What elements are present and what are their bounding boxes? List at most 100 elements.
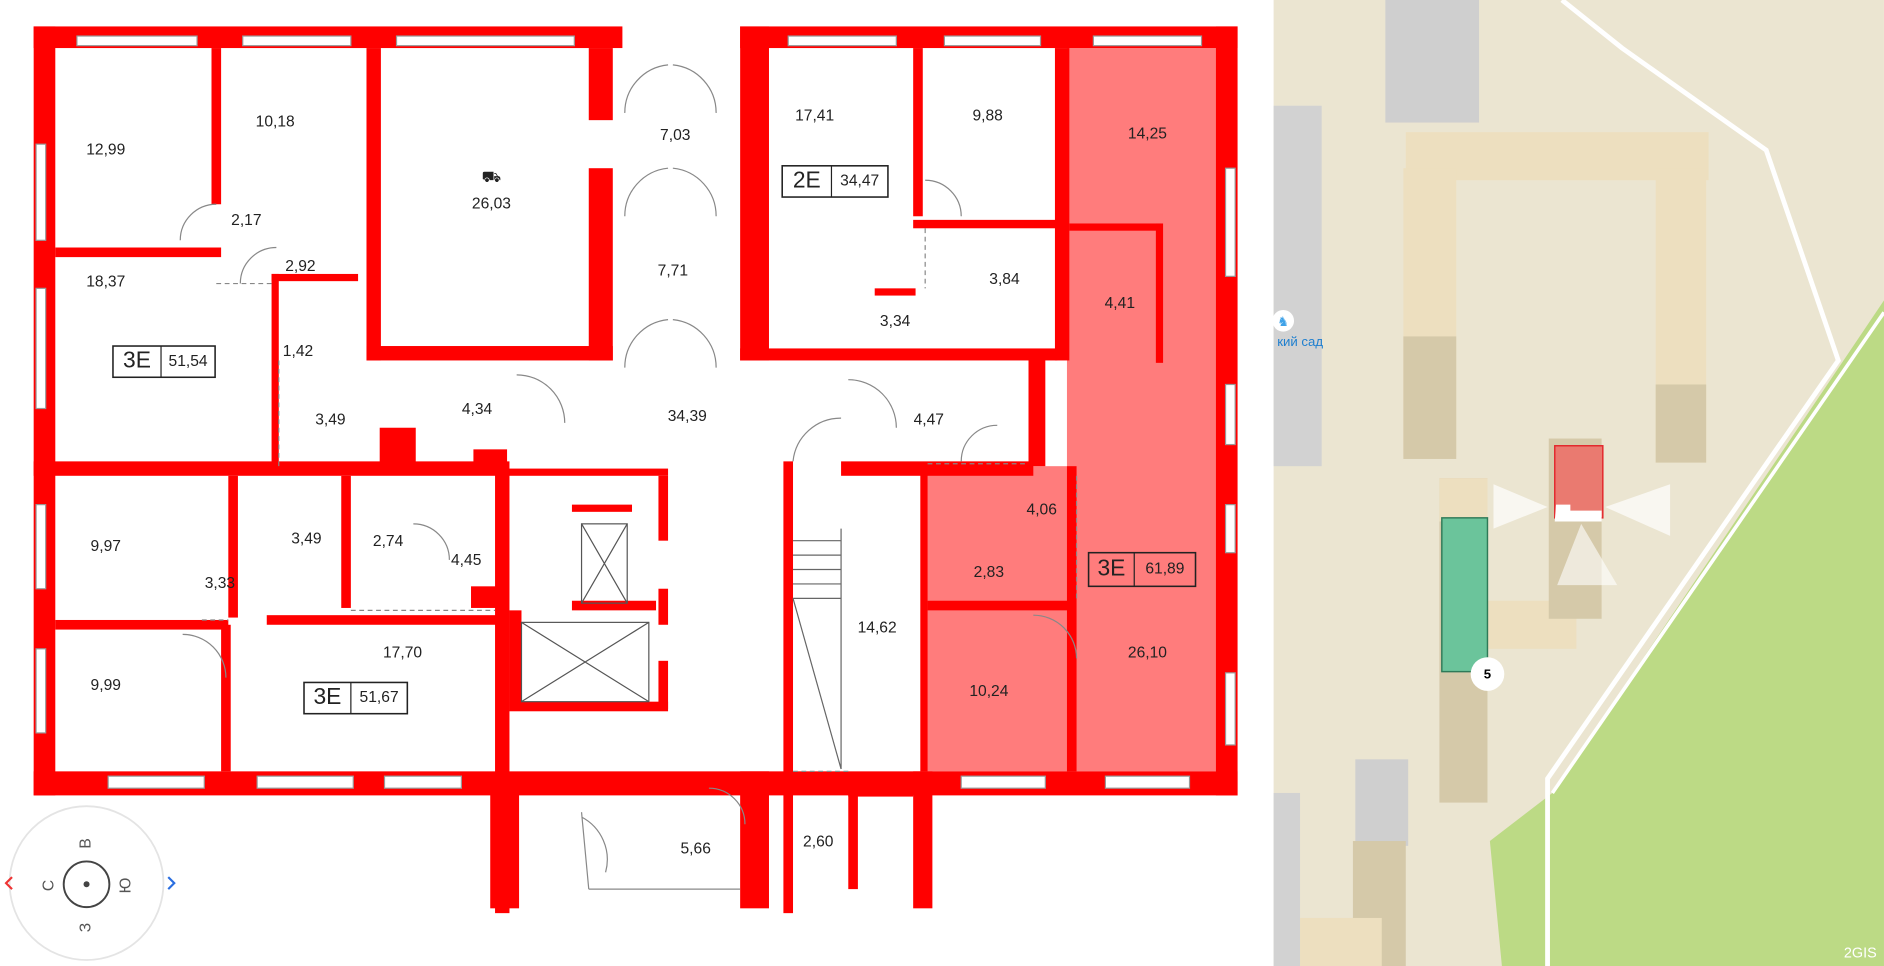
wall: [471, 586, 500, 608]
compass-dial-icon[interactable]: [62, 860, 111, 909]
room-area[interactable]: 1,42: [283, 343, 313, 360]
room-area[interactable]: 2,92: [285, 258, 315, 275]
window: [1224, 504, 1236, 554]
compass-center: [83, 881, 90, 888]
zone-dividers: [201, 228, 1078, 772]
wall: [341, 475, 351, 608]
room-area[interactable]: 34,39: [668, 408, 707, 425]
room-area[interactable]: 2,74: [373, 533, 404, 550]
map[interactable]: 5 ♞ кий сад 2GIS: [1272, 0, 1884, 966]
room-area[interactable]: 14,62: [858, 620, 897, 637]
apartment-area: 61,89: [1145, 561, 1184, 578]
compass[interactable]: В С Ю З: [4, 805, 176, 961]
room-area[interactable]: 9,99: [91, 677, 121, 694]
room-area[interactable]: 4,47: [914, 412, 944, 429]
wall: [228, 475, 238, 618]
room-area[interactable]: 3,49: [315, 412, 345, 429]
window: [35, 504, 47, 590]
room-labels: 12,99 10,18 26,03 7,03 17,41 9,88 14,25 2,17 2,9…: [86, 108, 1167, 858]
map-logo: 2GIS: [1844, 946, 1877, 962]
wall: [221, 624, 231, 772]
wall: [366, 346, 613, 361]
selected-section: [1554, 504, 1571, 522]
wall: [783, 461, 794, 914]
room-area[interactable]: 5,66: [680, 841, 710, 858]
room-area[interactable]: 2,17: [231, 212, 261, 229]
room-area[interactable]: 4,41: [1105, 295, 1135, 312]
map-building: [1403, 336, 1457, 459]
wall: [588, 168, 613, 361]
badge-box: [303, 681, 409, 715]
wall: [588, 48, 613, 121]
room-area[interactable]: 9,97: [91, 538, 121, 555]
elevator-cross: [521, 621, 650, 703]
room-area[interactable]: 10,24: [969, 683, 1008, 700]
room-area[interactable]: 7,71: [658, 263, 688, 280]
window: [1092, 35, 1203, 47]
wall: [366, 48, 381, 361]
map-building: [1300, 917, 1382, 966]
room-area[interactable]: 2,83: [974, 564, 1004, 581]
map-building: [1273, 105, 1322, 467]
rotate-left-icon[interactable]: [4, 876, 13, 890]
wall: [874, 288, 916, 296]
entrance-marker[interactable]: [1470, 657, 1505, 691]
room-area[interactable]: 7,03: [660, 127, 690, 144]
room-area[interactable]: 17,70: [383, 645, 422, 662]
wall: [658, 475, 669, 541]
wall: [1028, 355, 1046, 467]
wall: [920, 466, 928, 772]
room-area[interactable]: 3,34: [880, 313, 911, 330]
room-area[interactable]: 14,25: [1128, 126, 1167, 143]
room-area[interactable]: 10,18: [256, 114, 295, 131]
room-area[interactable]: 3,33: [205, 575, 235, 592]
selected-section: [1569, 510, 1602, 522]
window: [943, 35, 1042, 47]
room-area[interactable]: 26,03: [472, 195, 511, 212]
compass-east: В: [78, 838, 95, 848]
window: [35, 648, 47, 734]
wall: [848, 786, 858, 890]
wall: [211, 48, 222, 205]
windows: [35, 35, 1236, 789]
selected-apartment-area[interactable]: [920, 466, 1070, 772]
room-area[interactable]: 18,37: [86, 273, 125, 290]
wall: [571, 600, 657, 611]
wall: [571, 504, 633, 512]
selected-apartment-area[interactable]: [1066, 48, 1224, 772]
poi-label[interactable]: кий сад: [1277, 334, 1323, 349]
apartment-area: 34,47: [840, 173, 879, 190]
room-area[interactable]: 4,06: [1027, 502, 1057, 519]
room-area[interactable]: 2,60: [803, 833, 834, 850]
view-cone-south: [1557, 523, 1618, 586]
room-area[interactable]: 3,84: [989, 271, 1020, 288]
entrance-building[interactable]: [1441, 517, 1489, 673]
wall: [740, 771, 769, 909]
rocking-horse-icon[interactable]: [1272, 309, 1295, 332]
window: [256, 775, 354, 789]
room-area[interactable]: 4,45: [451, 552, 482, 569]
wall: [55, 247, 222, 258]
room-area[interactable]: 12,99: [86, 141, 125, 158]
window: [35, 287, 47, 410]
room-area[interactable]: 17,41: [795, 108, 834, 125]
room-area[interactable]: 9,88: [972, 108, 1002, 125]
window: [1104, 775, 1191, 789]
wall: [658, 660, 669, 709]
wall: [1054, 48, 1070, 361]
wall: [1066, 466, 1077, 772]
staircase: [792, 528, 842, 770]
room-area[interactable]: 4,34: [462, 401, 493, 418]
wall: [658, 588, 669, 625]
rotate-right-icon[interactable]: [167, 876, 176, 890]
elevator-shaft: [520, 621, 650, 703]
entrance-number: 5: [1484, 667, 1491, 682]
wall: [1155, 223, 1164, 363]
room-area[interactable]: 3,49: [291, 531, 321, 548]
room-area[interactable]: 26,10: [1128, 645, 1167, 662]
